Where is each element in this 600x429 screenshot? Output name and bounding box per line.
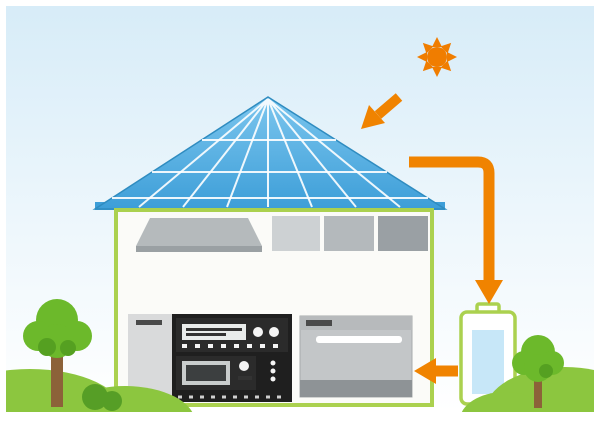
left-bush-mound (6, 369, 193, 412)
dishwasher-slot (316, 336, 402, 343)
stereo-display (182, 324, 246, 340)
right-tree (512, 335, 564, 408)
bush (461, 392, 549, 412)
sun-ray (422, 60, 434, 72)
control-dot (270, 368, 276, 374)
tree-canopy-shadow (539, 364, 553, 378)
tree-trunk (51, 350, 63, 407)
sun-ray (432, 67, 442, 77)
control-dot (270, 360, 276, 366)
range-hood-base (136, 246, 262, 252)
arrow-roof-to-battery (409, 156, 503, 304)
window-pane-middle (324, 216, 374, 251)
sun-ray (440, 42, 452, 54)
scene (6, 6, 594, 412)
sun-ray (422, 42, 434, 54)
window-pane-right (378, 216, 428, 251)
sun-icon (417, 37, 457, 77)
tree-canopy-shadow (60, 340, 76, 356)
sun-ray (432, 37, 442, 47)
window-pane-left (272, 216, 320, 251)
arrow-head-icon (475, 280, 503, 304)
tree-trunk (534, 370, 542, 408)
microwave-knob (239, 361, 249, 371)
solar-panel-grid-horizontal (112, 139, 428, 199)
solar-panel-grid-radial (138, 98, 401, 208)
battery-cell (472, 330, 504, 394)
display-line (186, 333, 226, 336)
arrow-shaft (374, 93, 403, 119)
arrow-head-icon (414, 358, 436, 384)
sun-core (427, 47, 447, 67)
control-dot (270, 376, 276, 382)
dishwasher (299, 315, 413, 398)
base-strip (172, 392, 292, 402)
left-tree (23, 299, 92, 407)
cabinet-handle (136, 320, 162, 325)
stereo-knob (253, 327, 263, 337)
microwave-window-inner (186, 365, 226, 381)
sun-ray (417, 52, 427, 62)
arrow-battery-to-house (414, 358, 458, 384)
house-body (114, 208, 434, 407)
dishwasher-top-band (300, 316, 412, 330)
bush-dark-accent (102, 391, 122, 411)
stereo-knob (269, 327, 279, 337)
arrow-shaft (409, 156, 495, 282)
dishwasher-handle (306, 320, 332, 326)
bush-dark-accent (82, 384, 108, 410)
microwave-button (238, 376, 252, 380)
arrow-head-icon (361, 105, 385, 129)
display-line (186, 328, 242, 331)
kitchen-unit (128, 314, 292, 402)
storage-battery (459, 302, 517, 406)
dishwasher-bottom-band (300, 380, 412, 397)
sun-ray (440, 60, 452, 72)
range-hood (136, 218, 262, 246)
arrow-sun-to-roof (361, 93, 403, 129)
sun-ray (447, 52, 457, 62)
tree-canopy-shadow (38, 338, 56, 356)
